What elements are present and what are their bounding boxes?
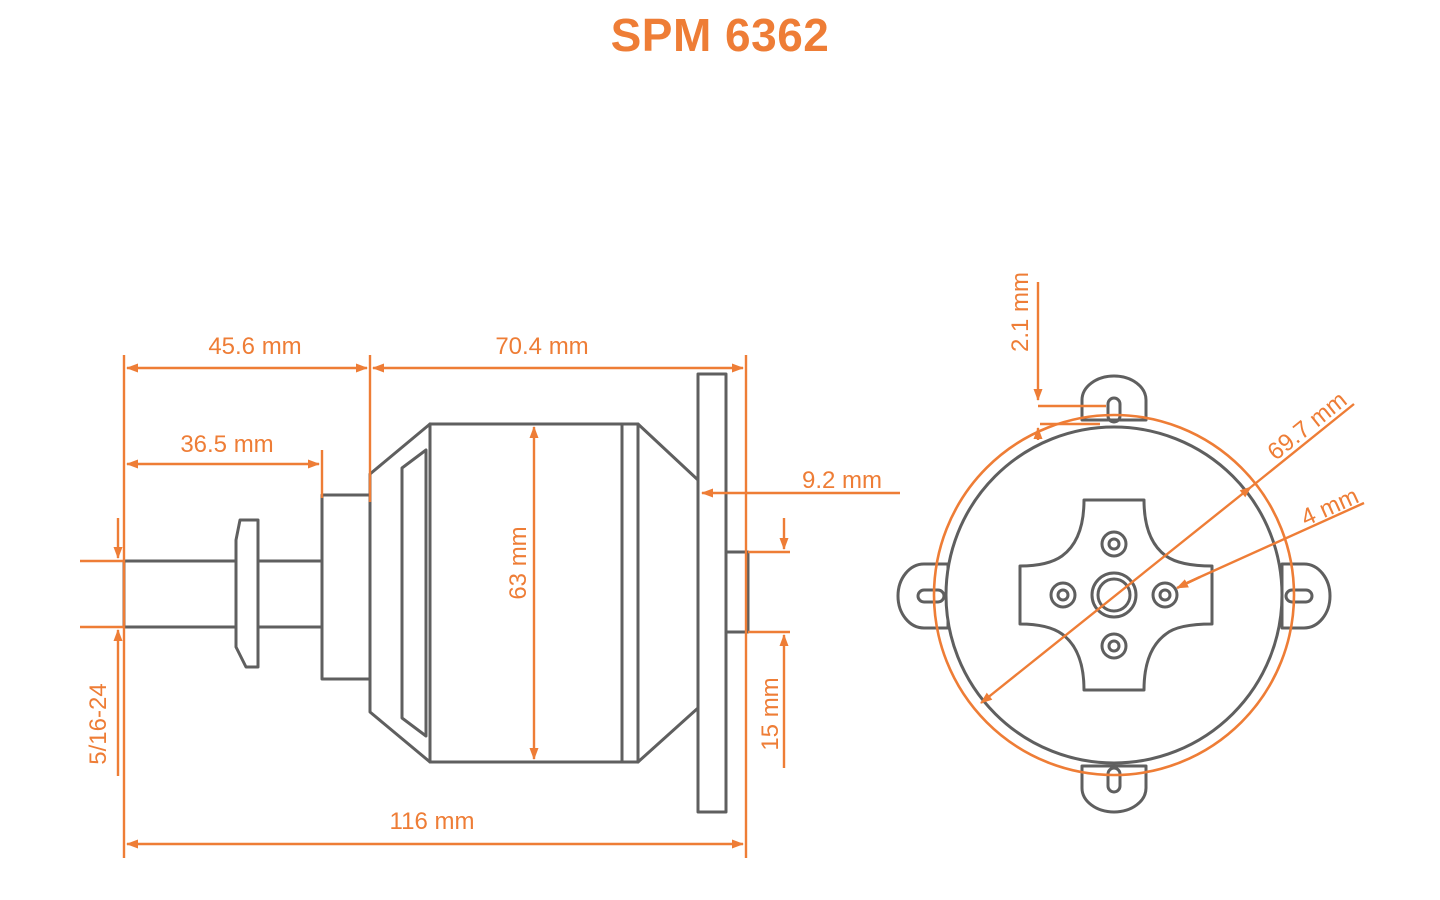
dim-label-shaft-to-motor: 45.6 mm <box>208 333 301 360</box>
dim-arrow-hole <box>1176 575 1201 590</box>
bell-rear <box>636 422 700 764</box>
dim-label-mount-depth: 9.2 mm <box>802 467 882 494</box>
dim-label-tab-offset: 2.1 mm <box>1007 272 1034 352</box>
dim-label-rear-shaft: 15 mm <box>757 677 784 750</box>
dim-label-total-length: 116 mm <box>390 808 475 835</box>
mount-plate <box>696 372 728 814</box>
dim-label-mount-circle: 69.7 mm <box>1262 386 1352 465</box>
mount-tab-left-slot <box>916 588 946 604</box>
side-view <box>122 372 750 814</box>
dim-label-diameter: 63 mm <box>505 526 532 599</box>
dim-label-hole: 4 mm <box>1297 483 1363 532</box>
dim-leader-mount-circle <box>1250 403 1355 488</box>
mount-circle <box>932 413 1296 777</box>
can-ring <box>620 422 640 764</box>
bearing-boss <box>320 493 372 681</box>
motor-can <box>428 422 624 764</box>
bell-front <box>368 422 432 764</box>
mount-tab-right-slot <box>1284 588 1314 604</box>
mount-tab-bottom-slot <box>1106 766 1122 794</box>
mount-tab-top-slot <box>1106 396 1122 424</box>
mount-tab-right <box>1280 562 1332 630</box>
side-dimensions: 45.6 mm 70.4 mm 36.5 mm 63 mm 9.2 mm 5/1… <box>80 333 900 858</box>
dim-line-mount-circle <box>980 486 1252 704</box>
dim-label-thread: 5/16-24 <box>85 683 112 764</box>
bell-slot <box>400 448 428 738</box>
prop-collar <box>234 518 260 669</box>
mount-tab-bottom <box>1080 764 1148 814</box>
rear-shaft <box>724 550 750 634</box>
diagram-title: SPM 6362 <box>610 9 830 61</box>
shaft <box>122 559 324 629</box>
mount-tab-left <box>896 562 950 630</box>
dim-label-shaft-length: 36.5 mm <box>180 431 273 458</box>
dim-label-motor-length: 70.4 mm <box>495 333 588 360</box>
dim-leader-hole <box>1179 501 1365 588</box>
